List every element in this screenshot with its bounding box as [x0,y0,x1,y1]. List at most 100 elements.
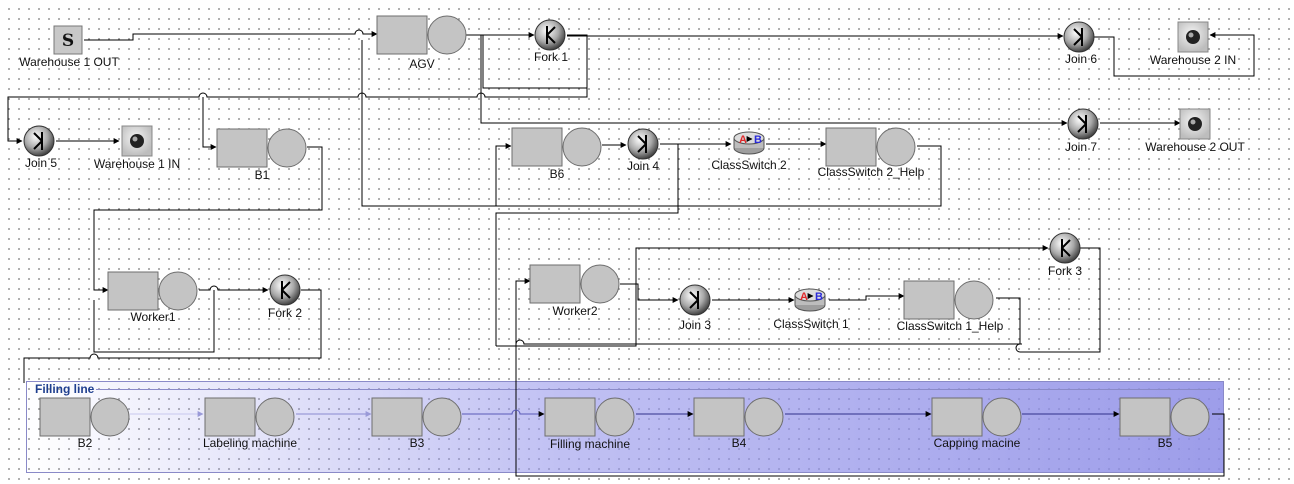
queue-server-icon [511,127,602,167]
agv-label: AGV [409,57,435,71]
edge-b1-worker1 [93,146,323,293]
warehouse2-out-node[interactable] [1179,108,1211,140]
classswitch2-help-label: ClassSwitch 2_Help [817,165,925,179]
source-icon: S [53,25,83,55]
source-glyph: S [62,31,74,51]
join5-node[interactable] [23,125,55,157]
agv-node[interactable] [376,15,467,55]
edge-worker1-loop [93,290,215,353]
fork1-label: Fork 1 [533,50,569,64]
queue-server-icon [544,397,635,437]
labeling-machine-label: Labeling machine [202,436,298,450]
edge-fork1-join7 [482,34,588,89]
fork1-node[interactable] [534,19,566,51]
queue-server-icon [204,397,295,437]
b4-label: B4 [731,436,747,450]
join-icon [1067,108,1099,140]
classswitch2-label: ClassSwitch 2 [711,158,787,172]
warehouse1-in-label: Warehouse 1 IN [93,157,181,171]
edge-cs1-help [829,293,905,301]
b2-label: B2 [77,436,93,450]
classswitch1-label: ClassSwitch 1 [773,317,849,331]
queue-server-icon [529,264,620,304]
fork3-label: Fork 3 [1047,264,1083,278]
join7-node[interactable] [1067,108,1099,140]
switch-to-glyph: B [754,134,762,146]
worker2-node[interactable] [529,264,620,304]
labeling-machine-node[interactable] [204,397,295,437]
queue-server-icon [371,397,462,437]
warehouse1-out-node[interactable]: S [53,25,83,55]
sink-icon [121,125,153,157]
sink-icon [1179,108,1211,140]
edge-fork2-loop [23,289,322,383]
join4-node[interactable] [627,128,659,160]
edge-b3-filling [462,409,545,417]
b2-node[interactable] [39,397,130,437]
sink-icon [1177,21,1209,53]
edge-warehouse1out-agv [84,29,378,41]
capping-machine-label: Capping macine [933,436,1021,450]
fork-icon [534,19,566,51]
warehouse1-out-label: Warehouse 1 OUT [19,55,119,69]
edge-to-worker2 [496,245,1049,347]
queue-server-icon [39,397,130,437]
fork-icon [1049,232,1081,264]
queue-server-icon [693,397,784,437]
connections [7,29,1255,477]
b3-node[interactable] [371,397,462,437]
edge-worker1-fork2 [199,285,269,293]
join5-label: Join 5 [24,156,58,170]
filling-line-title-rule [96,389,1216,390]
queue-server-icon [376,15,467,55]
edge-cs1help-worker2 [515,339,1022,345]
join-icon [627,128,659,160]
worker1-node[interactable] [107,271,198,311]
capping-machine-node[interactable] [931,397,1022,437]
classswitch2-help-node[interactable] [825,127,916,167]
join3-label: Join 3 [678,318,712,332]
join3-node[interactable] [679,284,711,316]
worker2-label: Worker2 [552,304,598,318]
switch-to-glyph: B [815,291,823,303]
join-icon [1063,21,1095,53]
edge-agv-loop [361,40,942,207]
queue-server-icon [825,127,916,167]
join6-label: Join 6 [1064,52,1098,66]
edge-to-b5-feed [515,346,1225,477]
fork-icon [269,274,301,306]
queue-server-icon [216,128,307,168]
warehouse1-in-node[interactable] [121,125,153,157]
join4-label: Join 4 [626,159,660,173]
b6-node[interactable] [511,127,602,167]
classswitch1-help-label: ClassSwitch 1_Help [896,319,1004,333]
b3-label: B3 [409,436,425,450]
b1-node[interactable] [216,128,307,168]
queue-server-icon [1119,397,1210,437]
b5-label: B5 [1157,436,1173,450]
classswitch1-help-node[interactable] [903,280,994,320]
fork3-node[interactable] [1049,232,1081,264]
filling-machine-label: Filling machine [549,437,631,451]
b1-label: B1 [254,168,270,182]
edge-to-b6 [495,143,512,206]
edge-join7 [480,35,1068,126]
join6-node[interactable] [1063,21,1095,53]
join7-label: Join 7 [1064,140,1098,154]
queue-server-icon [107,271,198,311]
join-icon [679,284,711,316]
edge-join4-loop [495,144,679,346]
filling-machine-node[interactable] [544,397,635,437]
fork2-node[interactable] [269,274,301,306]
b4-node[interactable] [693,397,784,437]
b5-node[interactable] [1119,397,1210,437]
b6-label: B6 [549,167,565,181]
switch-from-glyph: A [800,291,808,303]
join-icon [23,125,55,157]
warehouse2-in-node[interactable] [1177,21,1209,53]
queue-server-icon [903,280,994,320]
